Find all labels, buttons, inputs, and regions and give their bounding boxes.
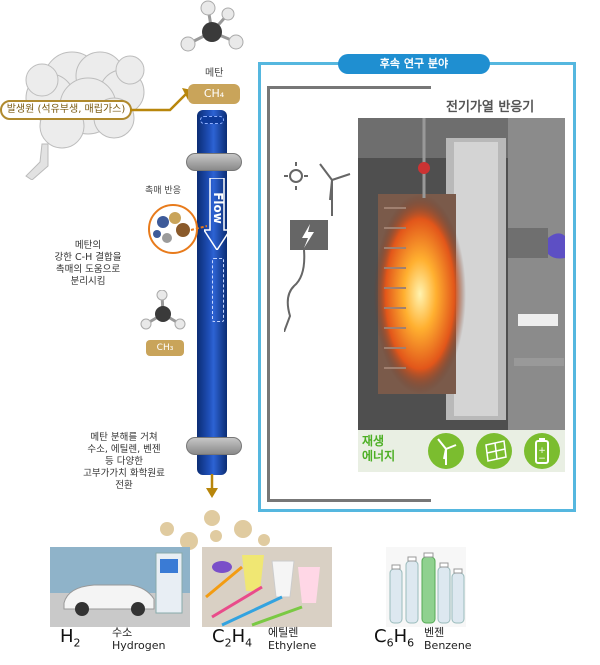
source-label: 발생원 (석유부생, 매립가스): [0, 100, 132, 120]
electric-reactor-photo: [358, 118, 565, 430]
renewable-power-icon: [284, 162, 351, 332]
benzene-formula: C6H6: [374, 626, 414, 650]
renewable-label-line: 에너지: [362, 449, 396, 463]
svg-text:+: +: [538, 446, 546, 456]
formula-sub: 6: [386, 636, 394, 650]
conversion-note: 메탄 분해를 거쳐 수소, 에틸렌, 벤젠 등 다양한 고부가가치 화학원료 전…: [62, 432, 186, 492]
formula-sub2: 6: [407, 636, 415, 650]
renewable-label: 재생 에너지: [362, 434, 414, 464]
formula-main: C: [212, 626, 225, 647]
solar-panel-icon: [476, 433, 512, 469]
product-name-ko: 에틸렌: [268, 626, 299, 639]
hydrogen-formula: H2: [60, 626, 81, 650]
methane-label: 메탄: [205, 68, 224, 79]
conversion-note-line: 전환: [115, 480, 133, 491]
cleave-note-line: 강한 C-H 결합을: [54, 252, 122, 263]
product-name-ko: 벤젠: [424, 626, 445, 639]
product-benzene-photo: [386, 547, 466, 627]
formula-sub: 2: [224, 636, 232, 650]
methyl-molecule-icon: [140, 290, 186, 330]
reactor-clamp-bottom: [186, 437, 242, 455]
product-name-ko: 수소: [112, 626, 133, 639]
electric-reactor-title: 전기가열 반응기: [446, 100, 535, 115]
output-arrow: [206, 474, 218, 498]
flow-arrow-icon: [204, 178, 230, 250]
formula-main: H: [60, 626, 74, 647]
conversion-note-line: 등 다양한: [105, 456, 143, 467]
panel-title: 후속 연구 분야: [338, 54, 490, 74]
catalyst-label: 촉매 반응: [145, 186, 181, 196]
product-puffs: [150, 506, 290, 550]
benzene-name: 벤젠 Benzene: [424, 626, 472, 652]
ch4-badge: CH₄: [188, 84, 240, 104]
product-name-en: Hydrogen: [112, 639, 166, 652]
cleave-note: 메탄의 강한 C-H 결합을 촉매의 도움으로 분리시킴: [28, 240, 148, 288]
formula-sub2: 4: [245, 636, 253, 650]
product-ethylene-photo: [202, 547, 332, 627]
hydrogen-name: 수소 Hydrogen: [112, 626, 166, 652]
source-arrow: [130, 88, 192, 112]
renewable-label-line: 재생: [362, 434, 385, 448]
cleave-note-line: 촉매의 도움으로: [55, 264, 121, 275]
conversion-note-line: 수소, 에틸렌, 벤젠: [87, 444, 161, 455]
ethylene-formula: C2H4: [212, 626, 252, 650]
cleave-note-line: 분리시킴: [70, 276, 106, 287]
formula-main: C: [374, 626, 387, 647]
cleave-note-line: 메탄의: [74, 240, 102, 251]
methane-molecule-icon: [180, 0, 244, 52]
reactor-inlet: [200, 116, 224, 124]
product-name-en: Benzene: [424, 639, 472, 652]
conversion-note-line: 고부가가치 화학원료: [83, 468, 165, 479]
catalyst-bed: [212, 258, 224, 322]
wind-turbine-icon: [428, 433, 464, 469]
ethylene-name: 에틸렌 Ethylene: [268, 626, 316, 652]
formula-main2: H: [393, 626, 408, 647]
formula-main2: H: [231, 626, 246, 647]
battery-icon: +−: [524, 433, 560, 469]
svg-text:−: −: [538, 454, 546, 464]
power-connection-frame: [267, 86, 431, 502]
product-hydrogen-photo: [50, 547, 190, 627]
formula-sub: 2: [73, 636, 81, 650]
reactor-clamp-top: [186, 153, 242, 171]
conversion-note-line: 메탄 분해를 거쳐: [90, 432, 158, 443]
product-name-en: Ethylene: [268, 639, 317, 652]
ch3-badge: CH₃: [146, 340, 184, 356]
catalyst-molecule-icon: [148, 204, 207, 254]
reactor-photo-drawing: [358, 118, 565, 430]
